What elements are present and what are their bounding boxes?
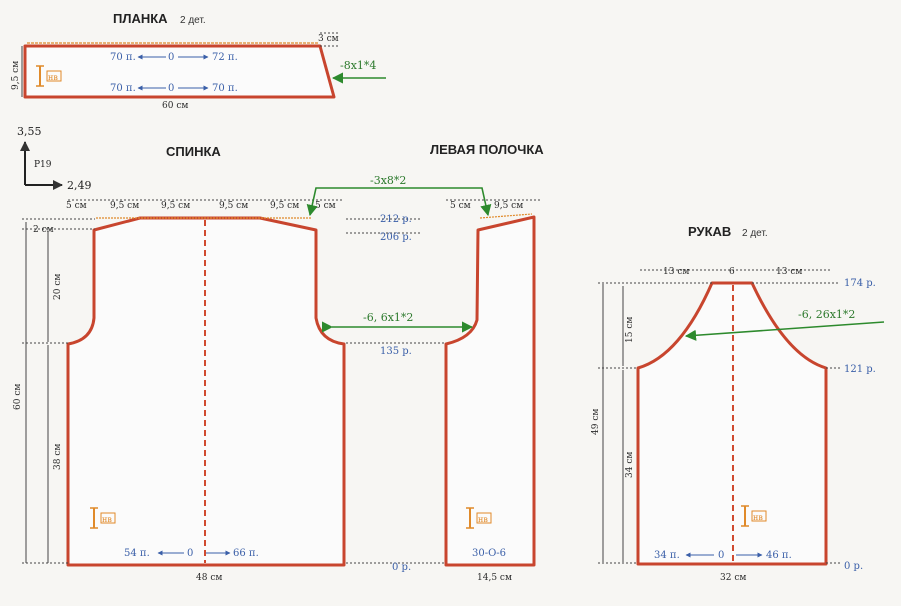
- rukav-cap: 15 см: [625, 317, 635, 343]
- polochka-rows-206: 206 р.: [380, 232, 412, 243]
- spinka-top-dim-2: 9,5 см: [110, 201, 139, 211]
- planka-row1-left: 70 п.: [110, 52, 136, 63]
- polochka-dec-armhole: -6, 6х1*2: [363, 311, 413, 324]
- spinka-mark-text: нв: [102, 515, 112, 524]
- rukav-decrease-arrow: [684, 321, 885, 341]
- direction-right-value: 2,49: [67, 179, 92, 192]
- polochka-title: ЛЕВАЯ ПОЛОЧКА: [430, 142, 544, 157]
- spinka-left-guides: [22, 218, 95, 564]
- spinka-top-dim-6: 5 см: [315, 201, 336, 211]
- rukav-top-left: 13 см: [663, 267, 689, 277]
- rukav-pattern-mark: нв: [741, 505, 767, 527]
- polochka-dec-shoulder-arrow-right: [352, 187, 492, 217]
- rukav-rows-121: 121 р.: [844, 364, 876, 375]
- spinka-pattern-mark: нв: [90, 507, 116, 529]
- spinka-shoulder: 2 см: [33, 225, 54, 235]
- polochka-pattern-mark: нв: [466, 507, 492, 529]
- direction-indicator: 3,55 2,49 Р19: [17, 125, 92, 192]
- polochka-rows-135: 135 р.: [380, 346, 412, 357]
- spinka-group: СПИНКА 5 см 9,5 см 9,5 см 9,5 см 9,5 см …: [13, 144, 346, 583]
- spinka-top-dim-1: 5 см: [66, 201, 87, 211]
- spinka-top-dim-3: 9,5 см: [161, 201, 190, 211]
- spinka-armhole: 20 см: [53, 274, 63, 300]
- polochka-dec-shoulder-arrow-left: [306, 187, 352, 217]
- spinka-bottom-right: 66 п.: [233, 548, 259, 559]
- planka-row1-right: 72 п.: [212, 52, 238, 63]
- rukav-group: РУКАВ 2 дет. 13 см 6 13 см 174 р. -6, 26…: [591, 224, 885, 583]
- spinka-lower: 38 см: [53, 444, 63, 470]
- polochka-row-guides-top: [346, 218, 420, 234]
- planka-outline: [23, 44, 336, 99]
- rukav-title: РУКАВ: [688, 224, 731, 239]
- spinka-bottom-left: 54 п.: [124, 548, 150, 559]
- rukav-left-guides: [598, 282, 712, 564]
- rukav-bottom-mid: 0: [718, 550, 724, 561]
- rukav-top-right: 13 см: [776, 267, 802, 277]
- polochka-top-edge: [479, 213, 533, 219]
- planka-row2-right: 70 п.: [212, 83, 238, 94]
- spinka-title: СПИНКА: [166, 144, 221, 159]
- rukav-total: 49 см: [591, 409, 601, 435]
- planka-row2-mid: 0: [168, 83, 174, 94]
- planka-title: ПЛАНКА: [113, 11, 168, 26]
- planka-row2-left: 70 п.: [110, 83, 136, 94]
- polochka-dec-shoulder: -3х8*2: [370, 174, 406, 187]
- rukav-count: 2 дет.: [742, 228, 768, 239]
- rukav-bottom-left: 34 п.: [654, 550, 680, 561]
- planka-width: 60 см: [162, 101, 188, 111]
- spinka-width: 48 см: [196, 573, 222, 583]
- polochka-top-dim-1: 5 см: [450, 201, 471, 211]
- direction-label: Р19: [34, 160, 52, 170]
- rukav-width: 32 см: [720, 573, 746, 583]
- polochka-top-dim-2: 9,5 см: [494, 201, 523, 211]
- rukav-bottom-right: 46 п.: [766, 550, 792, 561]
- polochka-rows-212: 212 р.: [380, 214, 412, 225]
- rukav-right-guides: [752, 282, 840, 564]
- direction-up-value: 3,55: [17, 125, 42, 138]
- rukav-rows-0: 0 р.: [844, 561, 863, 572]
- rukav-decrease: -6, 26х1*2: [798, 308, 855, 321]
- planka-height: 9,5 см: [11, 61, 21, 90]
- planka-group: ПЛАНКА 2 дет. 3 см 9,5 см нв 70 п. 0 72 …: [11, 11, 386, 111]
- polochka-group: ЛЕВАЯ ПОЛОЧКА 5 см 9,5 см -3х8*2 212 р. …: [306, 142, 544, 583]
- planka-decrease: -8х1*4: [340, 59, 376, 72]
- polochka-rows-0: 0 р.: [392, 562, 411, 573]
- planka-cut-guides: [320, 32, 340, 47]
- rukav-rows-174: 174 р.: [844, 278, 876, 289]
- rukav-mark-text: нв: [753, 513, 763, 522]
- planka-pattern-mark: нв: [36, 65, 62, 87]
- planka-mark-text: нв: [48, 73, 58, 82]
- rukav-top-mid: 6: [729, 267, 735, 277]
- spinka-top-dim-4: 9,5 см: [219, 201, 248, 211]
- spinka-total: 60 см: [13, 384, 23, 410]
- spinka-top-dim-5: 9,5 см: [270, 201, 299, 211]
- polochka-mark-text: нв: [478, 515, 488, 524]
- polochka-bottom: 30-О-6: [472, 548, 506, 559]
- rukav-lower: 34 см: [625, 452, 635, 478]
- planka-count: 2 дет.: [180, 15, 206, 26]
- polochka-width: 14,5 см: [477, 573, 512, 583]
- spinka-bottom-mid: 0: [187, 548, 193, 559]
- planka-top-cut: 3 см: [318, 34, 339, 44]
- planka-row1-mid: 0: [168, 52, 174, 63]
